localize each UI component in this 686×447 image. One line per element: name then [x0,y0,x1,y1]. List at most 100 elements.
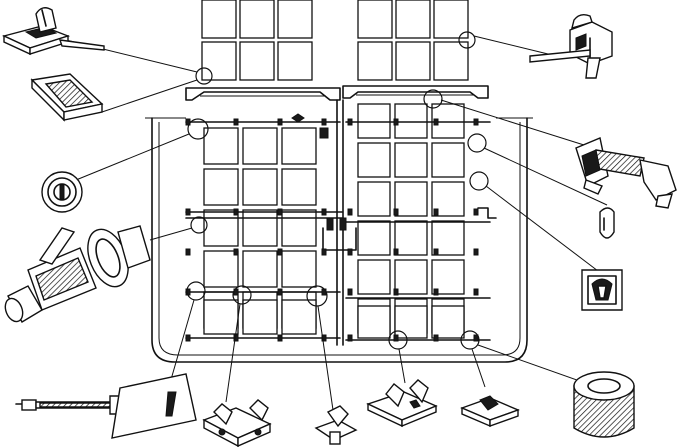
grid-cell [431,305,465,339]
mounting-dot [277,118,283,126]
mounting-dot [433,118,439,126]
mounting-dot [185,248,191,256]
round-lock [41,171,83,213]
cell-grid-upper-left [201,0,313,81]
mounting-dot [393,288,399,296]
internal-frame [185,99,497,346]
grid-cell [203,127,239,165]
mounting-dot [347,208,353,216]
mounting-dot [473,288,479,296]
cell-grid-lower-right [357,103,465,339]
grid-cell [394,103,428,139]
grid-cell [277,41,313,81]
grid-cell [357,142,391,178]
cell-grid-upper-right [357,0,469,81]
grid-cell [357,305,391,339]
grid-cell [277,0,313,39]
mounting-dot [347,334,353,342]
grid-cell [281,127,317,165]
mounting-dot [473,118,479,126]
grid-cell [203,299,239,335]
terminal-block [202,399,272,447]
mounting-dot [347,248,353,256]
mounting-dot [473,208,479,216]
grid-cell [357,181,391,217]
grid-cell [281,299,317,335]
mounting-dot [277,288,283,296]
rubber-plug [599,207,615,239]
swivel-clamp [529,13,613,79]
mounting-dot [321,118,327,126]
grid-cell [357,220,391,256]
mounting-dot [321,248,327,256]
grid-cell [242,299,278,335]
leader-lines [65,35,608,411]
grid-cell [239,41,275,81]
grid-cell [431,181,465,217]
grid-cell [281,250,317,288]
grid-cell [433,41,469,81]
grid-cell [395,0,431,39]
mounting-dot [473,334,479,342]
mounting-dots [185,118,479,342]
mounting-dot [433,208,439,216]
grid-cell [431,259,465,295]
grid-cell [203,168,239,206]
stud-terminal [314,405,358,445]
mounting-dot [473,248,479,256]
mounting-dot [233,208,239,216]
grid-cell [201,0,237,39]
mounting-dot [233,118,239,126]
clip-terminal [366,379,438,428]
mounting-dot [185,334,191,342]
mounting-dot [321,208,327,216]
cell-grid-lower-left [203,127,317,335]
grid-cell [431,142,465,178]
grid-cell [394,142,428,178]
callout-circles [186,31,489,350]
key-pin-connector [15,373,197,439]
mounting-dot [185,118,191,126]
grid-cell [394,305,428,339]
chassis-tray [145,117,533,363]
grid-cell [357,0,393,39]
ferrite-core [573,371,635,438]
grid-cell [357,41,393,81]
mounting-dot [347,288,353,296]
grid-cell [242,127,278,165]
cable-gland [4,225,151,323]
lever-latch [581,269,623,311]
grid-cell [394,181,428,217]
mounting-dot [233,248,239,256]
mounting-dot [393,334,399,342]
grid-cell [394,220,428,256]
spring-clip [460,395,520,428]
grid-cell [395,41,431,81]
top-rail-left [185,87,341,101]
mounting-dot [393,248,399,256]
clamp-connector [1,7,105,56]
grid-cell [242,209,278,247]
mounting-dot [433,334,439,342]
grid-cell [433,0,469,39]
top-rail-right [342,85,489,99]
grid-cell [281,209,317,247]
mounting-dot [433,248,439,256]
mounting-dot [185,208,191,216]
mounting-dot [277,248,283,256]
grid-cell [357,259,391,295]
grid-cell [201,41,237,81]
grid-cell [281,168,317,206]
flat-cable-connector [30,73,104,122]
grid-cell [394,259,428,295]
grid-cell [239,0,275,39]
grid-cell [242,250,278,288]
mounting-dot [277,334,283,342]
mounting-dot [393,118,399,126]
grid-cell [357,103,391,139]
grid-cell [203,209,239,247]
mounting-dot [433,288,439,296]
hinge-bolt [575,137,677,209]
